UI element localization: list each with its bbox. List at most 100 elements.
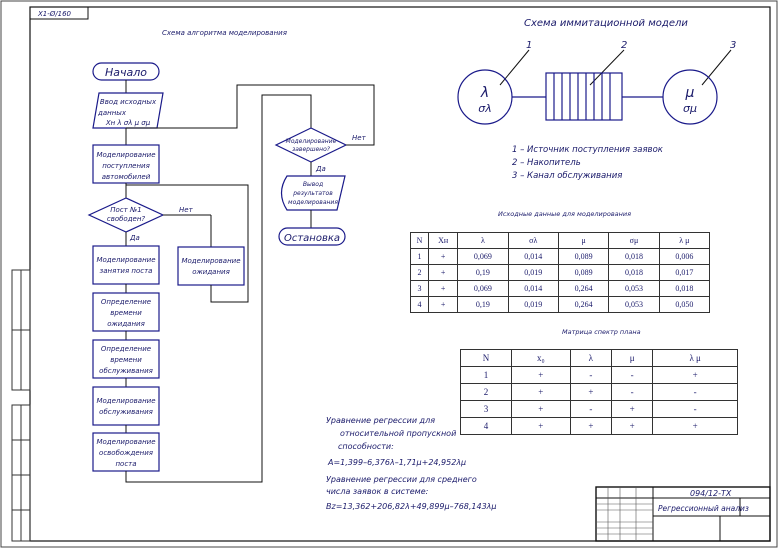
service-time-line-3: обслуживания xyxy=(99,367,153,375)
waiting-line-2: ожидания xyxy=(192,268,230,276)
table-cell: 1 xyxy=(410,248,429,265)
table-cell: 0,017 xyxy=(658,264,711,281)
plan-matrix-title: Матрица спектр плана xyxy=(562,328,641,336)
label-no-1: Нет xyxy=(179,206,194,214)
wait-time-line-3: ожидания xyxy=(107,320,145,328)
release-line-1: Моделирование xyxy=(96,438,155,446)
table-cell: + xyxy=(652,366,738,384)
table-row: 2++-- xyxy=(460,383,738,401)
eq1-formula: A=1,399–6,376λ–1,71μ+24,952λμ xyxy=(327,458,466,467)
channel-mu: μ xyxy=(685,85,695,101)
table-header-cell: N xyxy=(410,232,429,249)
table-cell: 0,089 xyxy=(557,248,610,265)
eq1-title-2: относительной пропускной xyxy=(340,429,456,438)
plan-matrix-table: N x₀ λ μ λ μ 1+--+ 2++-- 3+-+- 4++++ xyxy=(460,349,738,435)
table-cell: + xyxy=(427,296,459,313)
channel-circle xyxy=(662,69,718,125)
table-cell: - xyxy=(652,400,738,418)
service-block xyxy=(92,386,160,426)
table-cell: + xyxy=(611,417,654,435)
stamp-code: Х1-Ø/160 xyxy=(37,10,72,18)
table-cell: 0,019 xyxy=(507,296,559,313)
table-header-cell: λ xyxy=(569,349,613,367)
stop-label: Остановка xyxy=(284,233,340,244)
table-cell: 0,014 xyxy=(507,248,559,265)
table-cell: + xyxy=(652,417,738,435)
table-cell: + xyxy=(611,400,654,418)
input-line-2: данных xyxy=(97,109,127,117)
decision-free-line-1: Пост №1 xyxy=(110,206,141,214)
sim-number-3: 3 xyxy=(730,40,736,51)
arrivals-line-2: поступления xyxy=(102,162,150,170)
sim-number-1: 1 xyxy=(526,40,532,51)
input-line-3: Xн λ σλ μ σμ xyxy=(105,119,151,127)
input-line-1: Ввод исходных xyxy=(100,98,157,106)
table-header-cell: σμ xyxy=(608,232,660,249)
simulation-title: Схема иммитационной модели xyxy=(524,18,688,29)
occupy-block xyxy=(92,245,160,285)
title-block-code: 094/12-ТХ xyxy=(690,489,732,498)
table-header-cell: λ μ xyxy=(658,232,711,249)
waiting-block xyxy=(177,246,245,286)
table-cell: - xyxy=(652,383,738,401)
table-header-cell: λ μ xyxy=(652,349,738,367)
arrivals-line-3: автомобилей xyxy=(102,173,151,181)
table-cell: 0,053 xyxy=(608,280,660,297)
table-cell: + xyxy=(510,383,571,401)
decision-done-line-1: Моделирование xyxy=(286,138,337,145)
table-header-cell: Xн xyxy=(427,232,459,249)
table-cell: + xyxy=(427,248,459,265)
waiting-line-1: Моделирование xyxy=(181,257,240,265)
table-cell: 0,19 xyxy=(457,264,509,281)
channel-sigma: σμ xyxy=(683,102,697,115)
output-line-2: результатов xyxy=(292,190,333,197)
label-no-2: Нет xyxy=(352,134,367,142)
table-cell: 0,018 xyxy=(608,264,660,281)
table-row: 3+-+- xyxy=(460,400,738,418)
table-row: 4++++ xyxy=(460,417,738,435)
wait-time-line-2: времени xyxy=(110,309,142,317)
table-header-cell: x₀ xyxy=(510,349,571,367)
table-cell: 0,089 xyxy=(557,264,610,281)
table-header-row: N x₀ λ μ λ μ xyxy=(460,349,738,367)
table-cell: - xyxy=(611,383,654,401)
eq2-title-2: числа заявок в системе: xyxy=(326,487,429,496)
label-yes-2: Да xyxy=(315,165,326,173)
legend-line-1: 1 – Источник поступления заявок xyxy=(512,145,664,155)
source-sigma: σλ xyxy=(478,102,491,115)
sim-number-2: 2 xyxy=(621,40,627,51)
eq2-title-1: Уравнение регрессии для среднего xyxy=(326,475,477,484)
table-header-row: N Xн λ σλ μ σμ λ μ xyxy=(410,232,711,249)
occupy-line-1: Моделирование xyxy=(96,256,155,264)
start-label: Начало xyxy=(105,66,147,79)
table-cell: - xyxy=(569,400,613,418)
algorithm-title: Схема алгоритма моделирования xyxy=(162,29,287,37)
legend-line-2: 2 – Накопитель xyxy=(512,158,581,168)
eq1-title-1: Уравнение регрессии для xyxy=(326,416,435,425)
table-row: 1+--+ xyxy=(460,366,738,384)
stop-terminal xyxy=(278,227,346,246)
title-block xyxy=(595,486,771,542)
table-cell: + xyxy=(510,417,571,435)
table-cell: + xyxy=(427,264,459,281)
table-cell: 0,069 xyxy=(457,248,509,265)
label-yes-1: Да xyxy=(129,234,140,242)
legend-line-3: 3 – Канал обслуживания xyxy=(512,171,622,181)
decision-done xyxy=(274,127,348,163)
table-cell: 0,050 xyxy=(658,296,711,313)
table-cell: 4 xyxy=(410,296,429,313)
table-cell: 0,018 xyxy=(608,248,660,265)
output-line-3: моделирования xyxy=(288,199,338,206)
source-lambda: λ xyxy=(480,85,489,101)
left-side-strip xyxy=(11,269,31,542)
release-line-3: поста xyxy=(115,460,136,468)
table-cell: 3 xyxy=(460,400,512,418)
table-cell: + xyxy=(427,280,459,297)
decision-done-line-2: завершено? xyxy=(292,146,331,153)
table-cell: 0,264 xyxy=(557,296,610,313)
